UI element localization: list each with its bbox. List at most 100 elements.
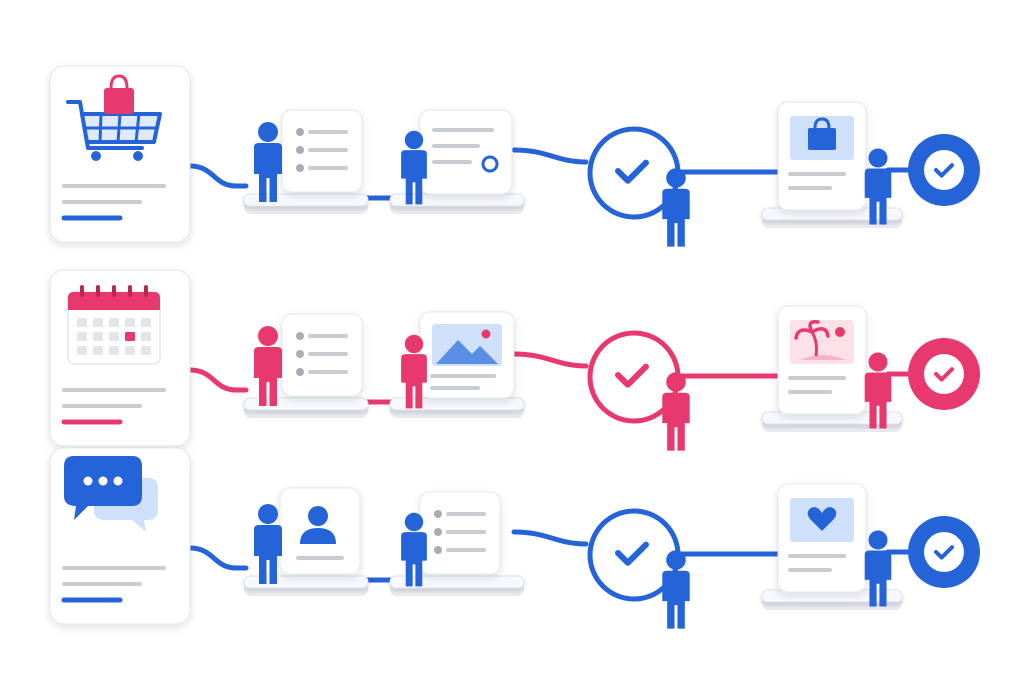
checkmark-icon [934,367,954,382]
palm-leaves [794,319,830,340]
calendar-day [77,332,87,341]
check-badge-inner [924,354,964,394]
start-card-panel [49,65,191,243]
person-icon [662,372,690,451]
list-bullet [296,350,304,358]
flow-step-check-circle-with-person [587,508,690,629]
calendar-ring [112,285,116,297]
person-icon [864,352,892,429]
heart-shape [807,507,837,531]
form-card [419,109,513,195]
palm-trunk [810,331,818,357]
chat-dot [113,476,123,486]
flow-step-check-badge [908,516,980,588]
person-head [666,550,686,570]
flow-step-person-with-product-card [761,483,903,610]
calendar-day [77,318,87,327]
profile-shoulders [300,528,336,544]
calendar-icon [67,285,161,365]
heart-icon [790,498,854,542]
list-bullet [296,146,304,154]
chat-dot [98,476,108,486]
person-body [254,347,282,406]
list-bullet [296,164,304,172]
person-body [401,532,427,587]
profile-head [308,506,328,526]
person-body [662,392,690,451]
calendar-ring [80,285,84,297]
person-icon [401,512,427,587]
person-head [404,130,424,150]
check-badge-inner [924,532,964,572]
calendar-day [93,318,103,327]
island-shape [800,355,846,360]
platform-top [389,575,525,589]
calendar-day [109,332,119,341]
bag-body [808,128,836,150]
person-body [401,354,427,409]
person-body [662,570,690,629]
calendar-day [77,346,87,355]
start-card [49,65,191,243]
person-body [864,372,892,429]
mountain-shape [436,340,498,364]
calendar-day [125,346,135,355]
flow-row-shopping [49,65,980,247]
person-icon [864,530,892,607]
cart-bag [104,88,134,114]
list-bullet [296,368,304,376]
flow-step-check-badge [908,134,980,206]
flow-step-check-badge [908,338,980,410]
list-bullet [434,528,442,536]
connector-line [187,147,921,201]
list-bullet [296,332,304,340]
person-icon [254,122,282,202]
person-icon [662,550,690,629]
calendar-day [141,346,151,355]
flow-step-person-with-product-card [761,101,903,228]
sun-shape [835,327,845,337]
flow-row-booking [49,269,980,451]
user-profile-icon [300,506,336,544]
chat-bubbles-icon [64,456,158,532]
calendar-day-selected [125,332,135,341]
sun-shape [481,329,491,339]
calendar-ring [96,285,100,297]
person-icon [864,148,892,225]
shopping-cart-icon [66,74,162,161]
person-head [404,334,424,354]
flow-step-person-with-form-card [389,109,525,214]
mountain-image-icon [432,324,502,366]
checkmark-icon [615,159,649,184]
person-icon [662,168,690,247]
person-head [258,326,278,346]
person-icon [401,130,427,205]
checkmark-icon [934,163,954,178]
flow-step-person-with-list-card [243,109,369,214]
shopping-bag-icon [790,116,854,160]
person-icon [254,326,282,406]
person-icon [254,504,282,584]
calendar-header [68,292,160,310]
list-bullet [434,510,442,518]
flow-step-person-with-product-card [761,305,903,432]
person-head [404,512,424,532]
person-body [864,168,892,225]
checkmark-icon [615,363,649,388]
calendar-ring [144,285,148,297]
flow-step-person-with-profile-card [243,487,369,596]
flow-step-person-with-image-card [389,311,525,418]
person-body [662,188,690,247]
check-badge-inner [924,150,964,190]
checkmark-icon [934,545,954,560]
calendar-ring [128,285,132,297]
calendar-day [141,318,151,327]
flow-row-messaging [49,447,980,629]
calendar-day [109,318,119,327]
calendar-day [109,346,119,355]
list-bullet [434,546,442,554]
cart-wheel [133,151,143,161]
calendar-day [93,346,103,355]
